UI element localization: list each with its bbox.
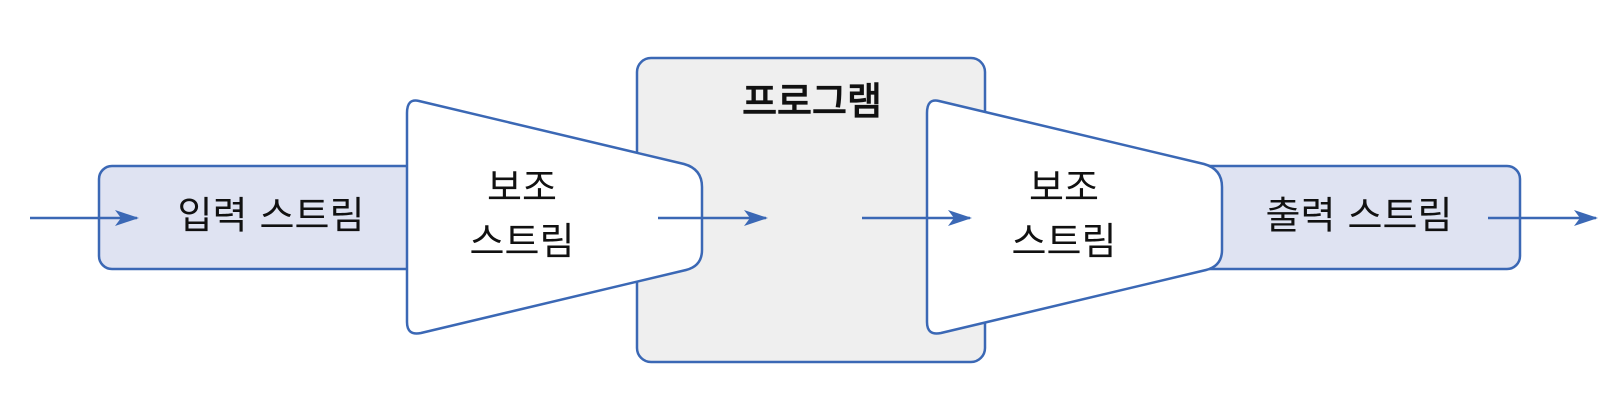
aux-stream-out-label-line2: 스트림 [1012,220,1117,264]
input-stream-label: 입력 스트림 [178,194,365,238]
aux-stream-out-label-line1: 보조 [1029,166,1099,210]
aux-stream-in-label-line1: 보조 [487,166,557,210]
program-label: 프로그램 [742,80,882,124]
output-stream-label: 출력 스트림 [1266,194,1453,238]
aux-stream-in-label-line2: 스트림 [470,220,575,264]
aux-stream-in-shape [405,99,704,335]
aux-stream-out-shape [925,99,1224,335]
